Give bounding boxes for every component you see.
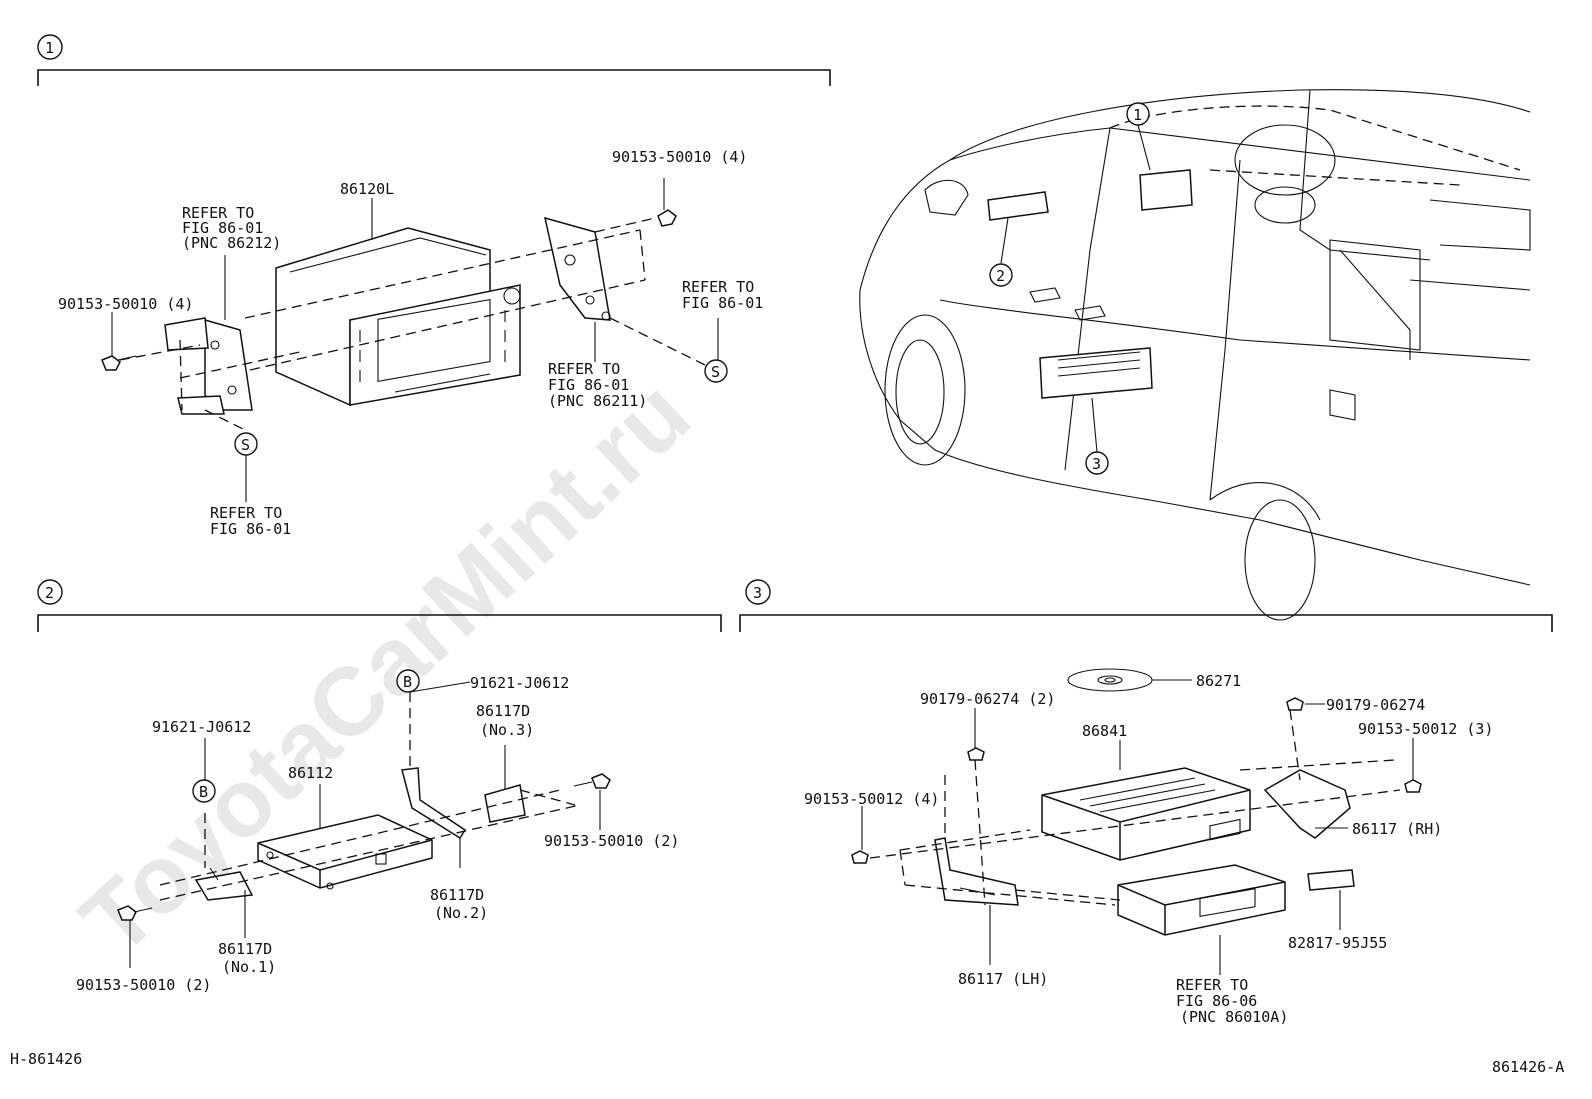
footer-left-code: H-861426 [10,1050,82,1068]
part-number-bolt-right-86841: 90153-50012 (3) [1358,720,1493,738]
part-number-86117D-no1: 86117D [218,940,272,958]
ref-left-line3: (PNC 86212) [182,234,281,252]
ref-left-line2: FIG 86-01 [182,219,263,237]
ref-right-lower-line1: REFER TO [548,360,620,378]
part-number-86117-rh: 86117 (RH) [1352,820,1442,838]
ref-right-lower-line3: (PNC 86211) [548,392,647,410]
part-number-bolt-86112-bottom: 90153-50010 (2) [76,976,211,994]
ref-right-upper-line2: FIG 86-01 [682,294,763,312]
right-bracket-drawing [543,216,611,321]
callout-s-right: S [711,363,720,381]
part-number-91621-top: 91621-J0612 [470,674,569,692]
disc-86271-drawing [1067,668,1192,692]
ref-bottom-line2: FIG 86-01 [210,520,291,538]
part-number-86271: 86271 [1196,672,1241,690]
section-3: 86271 90179-06274 (2) 90179-06274 90153-… [804,668,1493,1026]
bolt-right-drawing [657,209,677,227]
part-number-86120L: 86120L [340,180,394,198]
unit-86112-drawing [257,814,433,890]
bracket-no2-drawing [401,767,467,840]
part-number-nut-right: 90179-06274 [1326,696,1425,714]
vehicle-callout-3: 3 [1092,455,1101,473]
part-number-nut-left: 90179-06274 (2) [920,690,1055,708]
left-bracket-drawing [164,317,253,415]
part-number-86117D-no2-qualifier: (No.2) [434,904,488,922]
part-number-bolt-left-86841: 90153-50012 (4) [804,790,939,808]
label-82817-drawing [1307,869,1355,891]
section-2-frame: 2 [37,579,722,632]
ref-bottom-line1: REFER TO [210,504,282,522]
head-unit-drawing [275,227,521,407]
ref-section3-line3: (PNC 86010A) [1180,1008,1288,1026]
part-number-86841: 86841 [1082,722,1127,740]
ref-section3-line1: REFER TO [1176,976,1248,994]
section-1: S S 86120L 90153-50010 (4) 90153-50010 (… [58,148,763,538]
section-2-marker: 2 [45,584,54,602]
section-1-frame: 1 [37,34,831,86]
footer-right-code: 861426-A [1492,1058,1564,1076]
part-number-86117D-no3: 86117D [476,702,530,720]
section-3-frame: 3 [739,579,1553,632]
vehicle-callout-2: 2 [996,267,1005,285]
vehicle-overview-drawing: 1 2 3 [859,89,1531,621]
part-number-bolt-right: 90153-50010 (4) [612,148,747,166]
callout-b-top: B [403,673,412,691]
part-number-86112: 86112 [288,764,333,782]
bolt-86112-right-drawing [573,773,611,789]
part-number-86117D-no2: 86117D [430,886,484,904]
part-number-82817: 82817-95J55 [1288,934,1387,952]
ref-right-lower-line2: FIG 86-01 [548,376,629,394]
nuts-bolts-drawing [851,697,1422,864]
part-number-86117D-no3-qualifier: (No.3) [480,721,534,739]
watermark: ToyotaCarMint.ru [61,360,710,975]
part-number-bolt-86112-right: 90153-50010 (2) [544,832,679,850]
ecu-drawing [1117,864,1286,936]
bolt-left-drawing [101,355,137,371]
ref-right-upper-line1: REFER TO [682,278,754,296]
bracket-rh-drawing [1263,769,1351,839]
unit-86841-drawing [1041,767,1251,861]
vehicle-callout-1: 1 [1133,106,1142,124]
part-number-bolt-left: 90153-50010 (4) [58,295,193,313]
ref-section3-line2: FIG 86-06 [1176,992,1257,1010]
part-number-91621-left: 91621-J0612 [152,718,251,736]
part-number-86117D-no1-qualifier: (No.1) [222,958,276,976]
callout-s-bottom: S [241,436,250,454]
ref-left-line1: REFER TO [182,204,254,222]
section-1-marker: 1 [45,39,54,57]
part-number-86117-lh: 86117 (LH) [958,970,1048,988]
section-3-marker: 3 [753,584,762,602]
callout-b-left: B [199,783,208,801]
bolt-86112-left-drawing [117,905,153,921]
section-2: B B 91621-J0612 91621-J0612 86117D (No.3… [76,669,679,994]
